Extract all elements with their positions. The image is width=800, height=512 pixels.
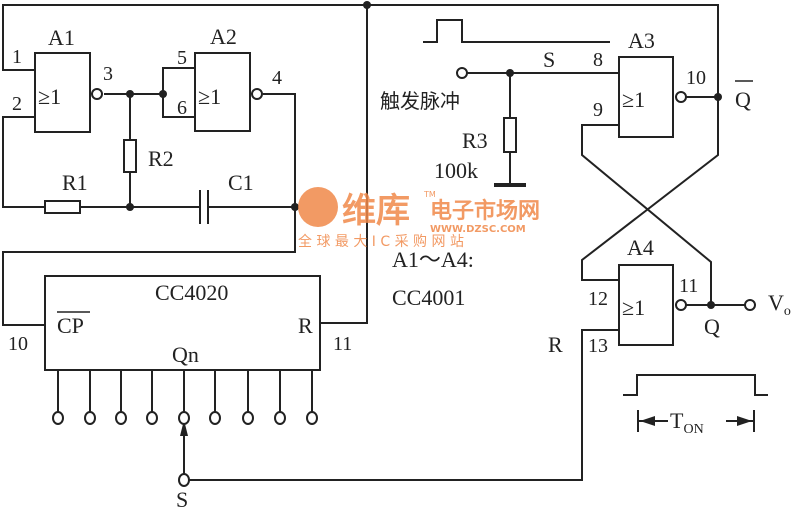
gate-symbol: ≥1 <box>198 84 221 109</box>
gate-a3: ≥1 A3 8 9 10 <box>593 28 706 138</box>
vo-terminal <box>744 299 756 311</box>
vo-label: Vo <box>768 290 791 319</box>
watermark-logo-icon <box>298 187 338 227</box>
output-pin-terminal <box>242 411 254 425</box>
pin-label: 3 <box>103 63 113 85</box>
svg-text:WWW.DZSC.COM: WWW.DZSC.COM <box>430 224 526 235</box>
svg-text:电子市场网: 电子市场网 <box>430 198 540 224</box>
pin-label: 6 <box>177 97 187 119</box>
pin-label: 11 <box>679 275 698 297</box>
r2-label: R2 <box>148 146 174 171</box>
ton-label: TON <box>670 408 704 437</box>
r3-value: 100k <box>434 158 478 183</box>
wires <box>2 4 745 481</box>
pin-label: 5 <box>177 47 187 69</box>
pin-label: 9 <box>593 99 603 121</box>
pin-label: 8 <box>593 49 603 71</box>
q-label: Q <box>704 314 720 339</box>
svg-text:TM: TM <box>423 190 436 199</box>
chip-name: CC4020 <box>155 280 228 305</box>
pin-label: 10 <box>686 67 706 89</box>
output-pin-terminal <box>52 411 64 425</box>
r3-label: R3 <box>462 128 488 153</box>
reset-label: R <box>298 313 313 338</box>
gate-label: A2 <box>210 24 237 49</box>
gate-a2: ≥1 A2 5 6 4 <box>177 24 282 132</box>
gate-label: A4 <box>627 235 654 260</box>
gate-label: A3 <box>628 28 655 53</box>
pin-label: 2 <box>12 93 22 115</box>
s-terminal <box>178 473 190 487</box>
capacitor-c1 <box>199 190 209 224</box>
output-pin-terminal <box>306 411 318 425</box>
resistor-r1 <box>44 200 81 214</box>
pin-label: 10 <box>8 333 28 355</box>
s-bottom-label: S <box>176 487 188 512</box>
junctions <box>126 1 722 309</box>
resistor-r3 <box>503 117 517 153</box>
output-pin-terminal <box>209 411 221 425</box>
output-pins <box>52 370 318 425</box>
q-bar-label: Q <box>735 87 751 112</box>
svg-text:全 球 最 大 I C 采 购 网 站: 全 球 最 大 I C 采 购 网 站 <box>298 233 464 250</box>
svg-text:维库: 维库 <box>342 191 410 231</box>
output-pin-terminal <box>84 411 96 425</box>
arrow-icon <box>180 420 188 436</box>
gate-a4: ≥1 A4 12 13 11 <box>588 235 698 357</box>
pin-label: 1 <box>12 46 22 68</box>
output-pin-terminal <box>115 411 127 425</box>
pin-label: 4 <box>272 67 282 89</box>
clock-label: CP <box>57 313 84 338</box>
output-pin-terminal <box>274 411 286 425</box>
gate-label: A1 <box>48 25 75 50</box>
gates-chip: CC4001 <box>392 285 465 310</box>
gate-symbol: ≥1 <box>622 87 645 112</box>
counter-cc4020: CC4020 CP R Qn 10 11 <box>8 275 352 425</box>
output-label: Qn <box>172 342 199 367</box>
output-pin-terminal <box>146 411 158 425</box>
watermark: 维库 TM 电子市场网 WWW.DZSC.COM 全 球 最 大 I C 采 购… <box>298 187 540 250</box>
gate-a1: ≥1 A1 1 2 3 <box>12 25 113 133</box>
r1-label: R1 <box>62 170 88 195</box>
resistor-r2 <box>123 139 137 173</box>
trigger-label: 触发脉冲 <box>380 89 460 113</box>
s-label: S <box>543 47 555 72</box>
trigger-terminal <box>456 67 468 79</box>
pin-label: 11 <box>333 333 352 355</box>
ton-waveform: TON <box>623 374 768 437</box>
gate-symbol: ≥1 <box>38 84 61 109</box>
pin-label: 12 <box>588 288 608 310</box>
output-pin-terminal <box>178 411 190 425</box>
gates-note: A1～A4: <box>392 247 474 272</box>
c1-label: C1 <box>228 170 254 195</box>
r-label: R <box>548 332 563 357</box>
gate-symbol: ≥1 <box>622 295 645 320</box>
pin-label: 13 <box>588 335 608 357</box>
